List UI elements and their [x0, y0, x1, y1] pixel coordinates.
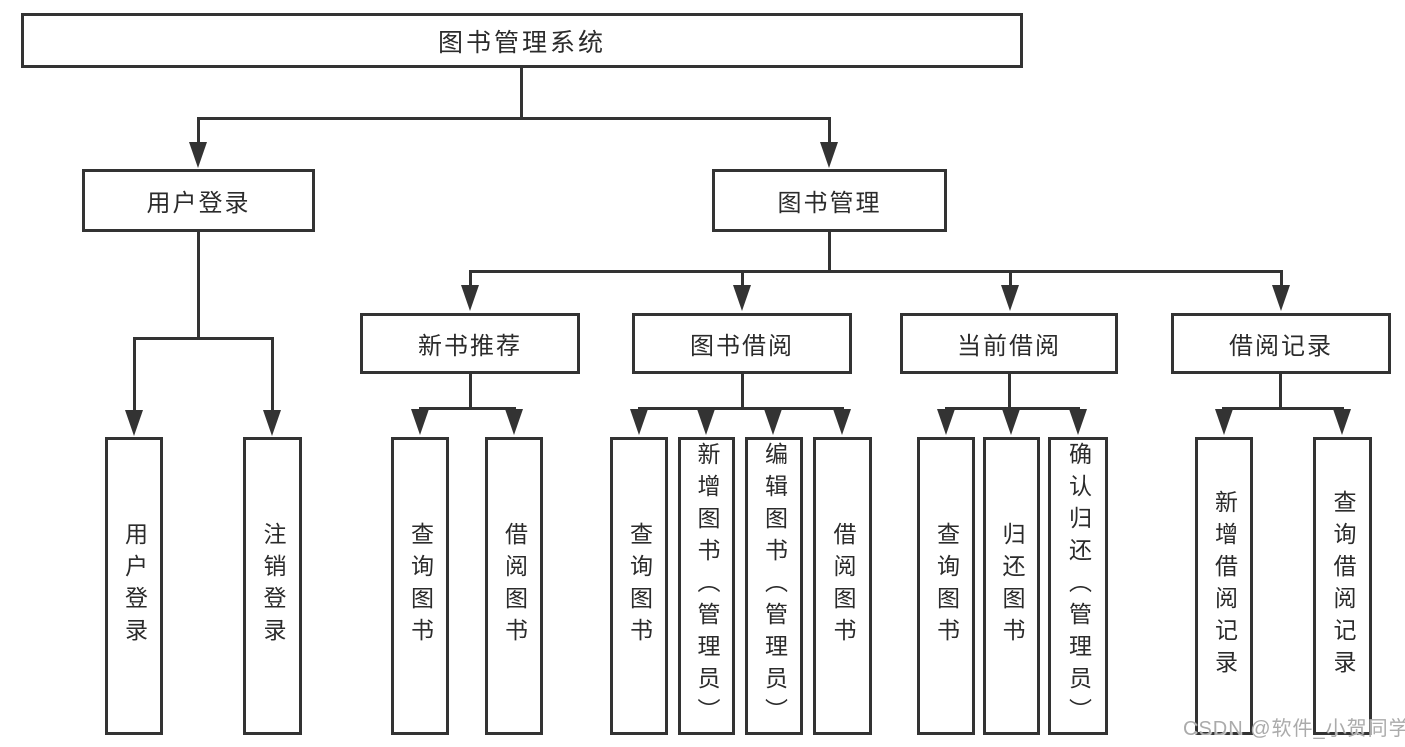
- node-label: 借阅图书: [830, 522, 856, 650]
- node-label: 查询图书: [933, 522, 960, 650]
- connector-line: [1008, 373, 1011, 410]
- node-label: 图书管理系统: [437, 28, 606, 57]
- connector-line: [419, 407, 516, 410]
- node-library-management-system: 图书管理系统: [21, 13, 1023, 68]
- node-label: 查询借阅记录: [1330, 490, 1356, 682]
- leaf-borrow-books-recommend: 借阅图书: [485, 437, 543, 735]
- node-label: 归还图书: [999, 522, 1025, 650]
- node-book-management: 图书管理: [712, 169, 947, 232]
- node-label: 注销登录: [260, 522, 286, 650]
- node-label: 查询图书: [626, 522, 653, 650]
- leaf-borrow-books: 借阅图书: [813, 437, 872, 735]
- arrow-down-icon: [820, 142, 838, 168]
- leaf-logout: 注销登录: [243, 437, 302, 735]
- arrow-down-icon: [733, 285, 751, 311]
- connector-line: [828, 117, 831, 145]
- node-new-book-recommend: 新书推荐: [360, 313, 580, 374]
- arrow-down-icon: [125, 410, 143, 436]
- arrow-down-icon: [263, 410, 281, 436]
- arrow-down-icon: [461, 285, 479, 311]
- connector-line: [197, 117, 200, 145]
- node-label: 借阅图书: [501, 522, 528, 650]
- arrow-down-icon: [937, 409, 955, 435]
- connector-line: [945, 407, 1080, 410]
- arrow-down-icon: [1001, 285, 1019, 311]
- connector-line: [638, 407, 844, 410]
- node-label: 确认归还（管理员）: [1065, 442, 1092, 730]
- arrow-down-icon: [1272, 285, 1290, 311]
- connector-line: [133, 337, 274, 340]
- arrow-down-icon: [1069, 409, 1087, 435]
- connector-line: [1222, 407, 1344, 410]
- arrow-down-icon: [833, 409, 851, 435]
- leaf-query-books-borrowing: 查询图书: [610, 437, 668, 735]
- arrow-down-icon: [764, 409, 782, 435]
- arrow-down-icon: [505, 409, 523, 435]
- leaf-user-login: 用户登录: [105, 437, 163, 735]
- node-user-login: 用户登录: [82, 169, 315, 232]
- node-label: 图书借阅: [690, 333, 794, 360]
- node-label: 编辑图书（管理员）: [761, 442, 788, 730]
- node-label: 用户登录: [121, 522, 148, 650]
- connector-line: [197, 230, 200, 340]
- connector-line: [133, 337, 136, 413]
- node-label: 查询图书: [407, 522, 434, 650]
- arrow-down-icon: [1215, 409, 1233, 435]
- arrow-down-icon: [1333, 409, 1351, 435]
- connector-line: [271, 337, 274, 413]
- node-borrowing-records: 借阅记录: [1171, 313, 1391, 374]
- watermark: CSDN @软件_小贺同学: [1183, 718, 1405, 740]
- arrow-down-icon: [411, 409, 429, 435]
- leaf-query-borrow-record: 查询借阅记录: [1313, 437, 1372, 735]
- node-current-borrowing: 当前借阅: [900, 313, 1118, 374]
- leaf-edit-books-admin: 编辑图书（管理员）: [745, 437, 803, 735]
- connector-line: [469, 373, 472, 410]
- leaf-return-books: 归还图书: [983, 437, 1040, 735]
- connector-line: [1009, 270, 1012, 287]
- connector-line: [741, 373, 744, 410]
- node-label: 新书推荐: [418, 333, 522, 360]
- connector-line: [520, 66, 523, 119]
- connector-line: [828, 230, 831, 272]
- node-label: 用户登录: [146, 190, 251, 217]
- connector-line: [741, 270, 744, 287]
- leaf-add-borrow-record: 新增借阅记录: [1195, 437, 1253, 735]
- leaf-query-books-current: 查询图书: [917, 437, 975, 735]
- node-label: 当前借阅: [957, 333, 1061, 360]
- arrow-down-icon: [189, 142, 207, 168]
- node-label: 新增借阅记录: [1211, 490, 1238, 682]
- connector-line: [1280, 270, 1283, 287]
- node-label: 新增图书（管理员）: [694, 442, 720, 730]
- node-label: 借阅记录: [1229, 333, 1333, 360]
- leaf-confirm-return-admin: 确认归还（管理员）: [1048, 437, 1108, 735]
- arrow-down-icon: [630, 409, 648, 435]
- leaf-query-books-recommend: 查询图书: [391, 437, 449, 735]
- connector-line: [197, 117, 831, 120]
- node-book-borrowing: 图书借阅: [632, 313, 852, 374]
- node-label: 图书管理: [777, 190, 882, 217]
- arrow-down-icon: [1002, 409, 1020, 435]
- leaf-add-books-admin: 新增图书（管理员）: [678, 437, 735, 735]
- arrow-down-icon: [697, 409, 715, 435]
- connector-line: [469, 270, 472, 287]
- connector-line: [1279, 373, 1282, 410]
- connector-line: [469, 270, 1283, 273]
